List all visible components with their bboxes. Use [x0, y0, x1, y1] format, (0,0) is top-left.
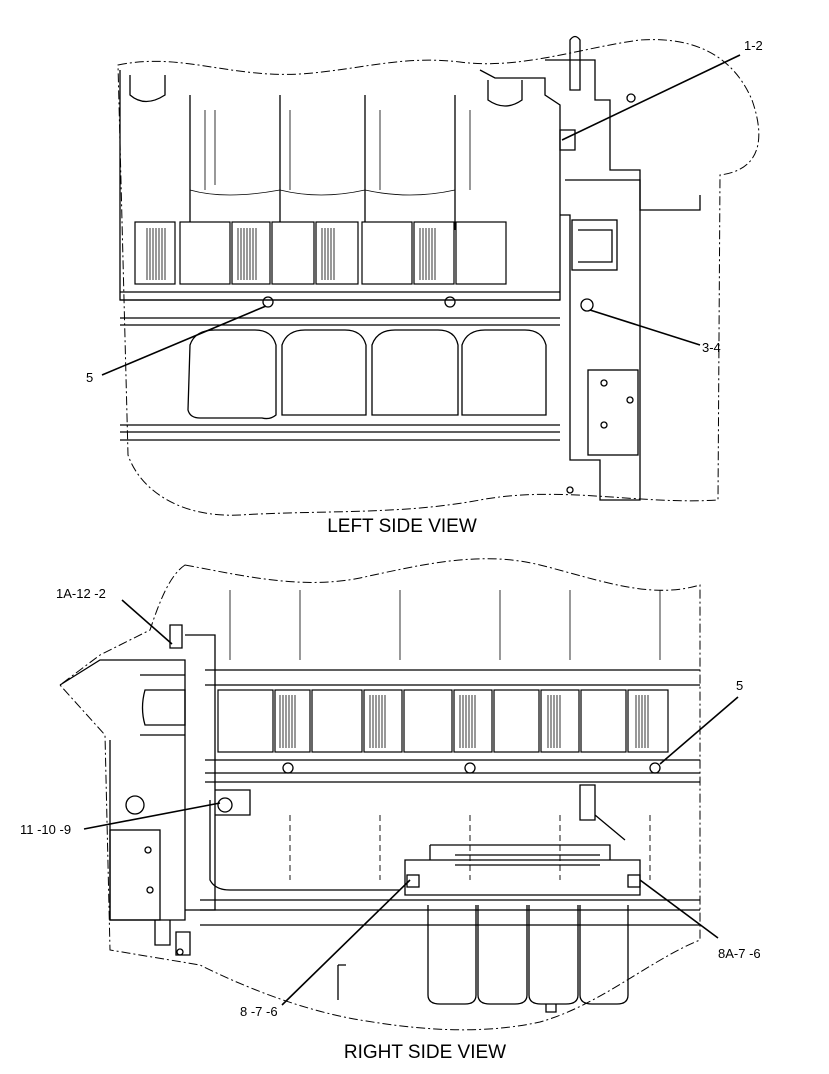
callout-8a-7-6: 8A-7 -6: [718, 946, 761, 961]
leader-8-7-6: [281, 879, 411, 1006]
leader-5-right: [659, 696, 739, 765]
left-lower-block: [120, 317, 560, 441]
left-cooling-fins: [146, 228, 436, 280]
left-view-break-outline: [117, 39, 760, 516]
leader-3-4: [589, 309, 701, 346]
left-side-view-title: LEFT SIDE VIEW: [327, 516, 477, 537]
leader-1a-12-2: [121, 599, 173, 645]
leader-5-left: [101, 305, 267, 376]
right-upper-block: [205, 669, 700, 783]
right-accessory-housing: [59, 659, 186, 921]
leader-11-10-9: [83, 802, 221, 830]
callout-1-2: 1-2: [744, 38, 763, 53]
right-cooling-fins: [279, 695, 649, 748]
callout-1a-12-2: 1A-12 -2: [56, 586, 106, 601]
right-view-break-outline: [59, 558, 701, 1031]
fuel-filters: [427, 905, 629, 1013]
callout-11-10-9: 11 -10 -9: [20, 822, 71, 837]
left-side-view: 1-2 3-4 5 LEFT SIDE VIEW: [86, 35, 763, 537]
callout-5-left: 5: [86, 370, 93, 385]
leader-1-2: [561, 54, 741, 141]
right-side-view-title: RIGHT SIDE VIEW: [344, 1042, 506, 1063]
filter-base: [404, 859, 641, 896]
right-side-view: 1A-12 -2 5 11 -10 -9 8 -7 -6 8A-7 -6 RIG…: [20, 558, 761, 1063]
leader-8a-7-6: [639, 879, 719, 939]
callout-8-7-6: 8 -7 -6: [240, 1004, 278, 1019]
left-accessory-housing: [545, 59, 641, 501]
callout-3-4: 3-4: [702, 340, 721, 355]
callout-5-right: 5: [736, 678, 743, 693]
